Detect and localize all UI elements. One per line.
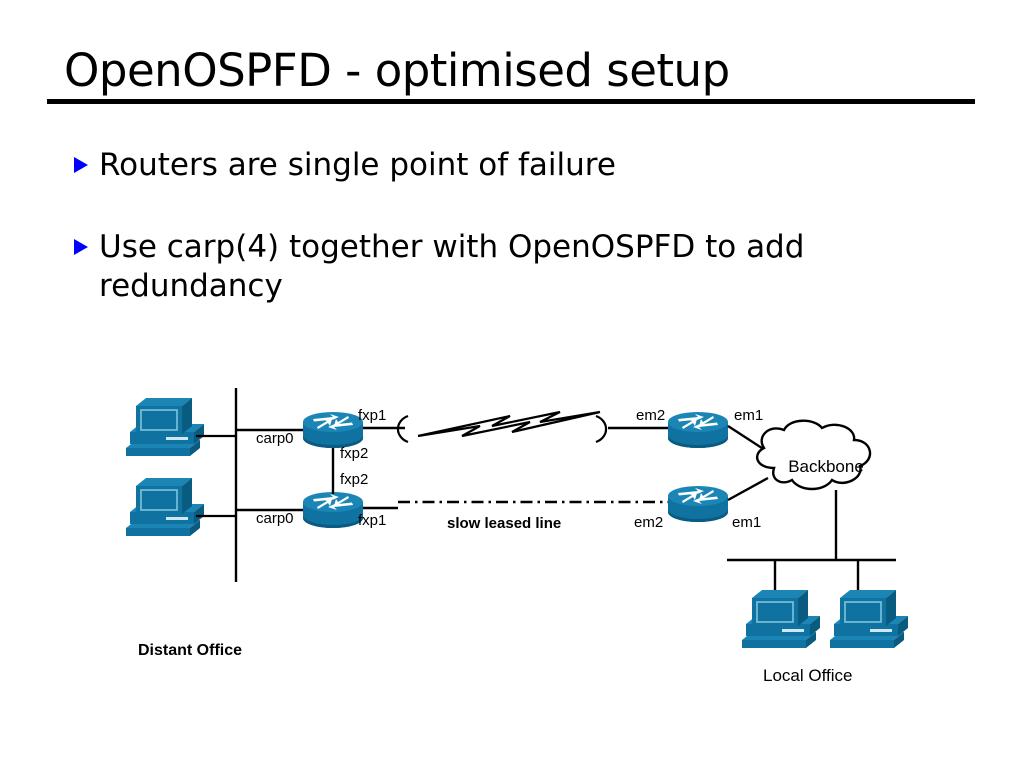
- label-backbone: Backbone: [788, 457, 864, 476]
- triangle-bullet-icon: [74, 238, 88, 255]
- label-fxp2-lower: fxp2: [340, 471, 368, 488]
- triangle-bullet-icon: [74, 157, 88, 173]
- workstation-local-2: [829, 589, 909, 649]
- label-em1-top: em1: [734, 407, 763, 424]
- workstation-local-1: [741, 589, 821, 649]
- label-fxp2-upper: fxp2: [340, 445, 368, 462]
- wan-cap-left: [396, 414, 409, 444]
- list-item: Routers are single point of failure: [74, 146, 934, 186]
- label-local-office: Local Office: [763, 666, 852, 685]
- list-item: Use carp(4) together with OpenOSPFD to a…: [74, 228, 934, 307]
- workstation-distant-1: [125, 397, 205, 457]
- router-local-top: [668, 412, 728, 448]
- label-em2-bottom: em2: [634, 514, 663, 531]
- label-slow-leased-line: slow leased line: [447, 515, 561, 532]
- router-distant-bottom: [303, 492, 363, 528]
- wire-em1-top-cloud: [727, 424, 769, 454]
- label-em2-top: em2: [636, 407, 665, 424]
- label-em1-bottom: em1: [732, 514, 761, 531]
- workstation-distant-2: [125, 477, 205, 537]
- label-carp0-bottom: carp0: [256, 510, 294, 527]
- lightning-bolt-icon: [417, 410, 601, 438]
- bullet-text: Use carp(4) together with OpenOSPFD to a…: [99, 228, 805, 305]
- label-fxp1-top: fxp1: [358, 407, 386, 424]
- bullet-text: Routers are single point of failure: [99, 147, 616, 183]
- label-fxp1-bottom: fxp1: [358, 512, 386, 529]
- title-underline-rule: [47, 99, 975, 104]
- network-diagram: carp0 carp0 fxp1 fxp2 fxp2 fxp1 slow lea…: [0, 360, 1024, 720]
- bullet-list: Routers are single point of failure Use …: [74, 146, 934, 349]
- backbone-cloud: [755, 419, 872, 491]
- router-distant-top: [303, 412, 363, 448]
- page-title: OpenOSPFD - optimised setup: [64, 44, 730, 97]
- label-carp0-top: carp0: [256, 430, 294, 447]
- wire-em1-bottom-cloud: [727, 476, 769, 502]
- label-distant-office: Distant Office: [138, 642, 242, 659]
- wan-cap-right: [595, 414, 608, 444]
- router-local-bottom: [668, 486, 728, 522]
